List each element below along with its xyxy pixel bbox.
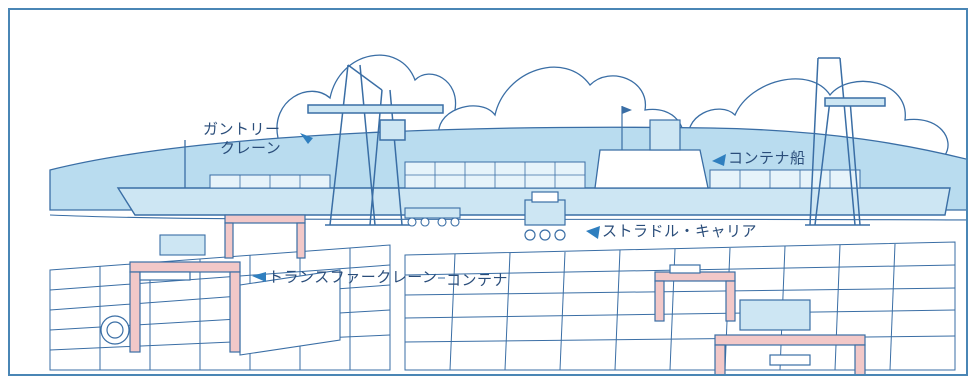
transfer-crane-left bbox=[100, 261, 241, 353]
transfer-crane-back bbox=[224, 214, 306, 259]
illustration-frame: ガントリー クレーン コンテナ船 ストラドル・キャリア トランスファークレーン … bbox=[8, 8, 968, 376]
gantry-crane-right bbox=[805, 57, 886, 226]
label-gantry-line2: クレーン bbox=[220, 139, 282, 157]
port-illustration bbox=[49, 54, 966, 374]
water bbox=[49, 214, 966, 221]
arrow-straddle bbox=[586, 226, 600, 239]
label-container-ship: コンテナ船 bbox=[728, 149, 806, 167]
ship-container-stack-3 bbox=[709, 169, 861, 189]
straddle-carrier bbox=[524, 191, 566, 241]
arrow-ship bbox=[712, 154, 726, 166]
container-truck bbox=[404, 207, 461, 227]
transfer-crane-right-1 bbox=[654, 264, 736, 322]
label-gantry-line1: ガントリー bbox=[203, 120, 281, 138]
ship-bridge bbox=[594, 149, 709, 189]
gantry-crane-left bbox=[307, 64, 444, 226]
container-yard-right bbox=[404, 241, 956, 371]
ship-funnel bbox=[649, 119, 681, 151]
label-container: コンテナ bbox=[446, 271, 509, 289]
transfer-crane-right-2 bbox=[714, 299, 866, 374]
container-stack-left bbox=[159, 234, 341, 356]
label-transfer-crane: トランスファークレーン bbox=[268, 268, 438, 286]
arrow-transfer bbox=[252, 272, 266, 282]
arrow-gantry bbox=[300, 133, 313, 144]
label-straddle-carrier: ストラドル・キャリア bbox=[602, 222, 758, 240]
